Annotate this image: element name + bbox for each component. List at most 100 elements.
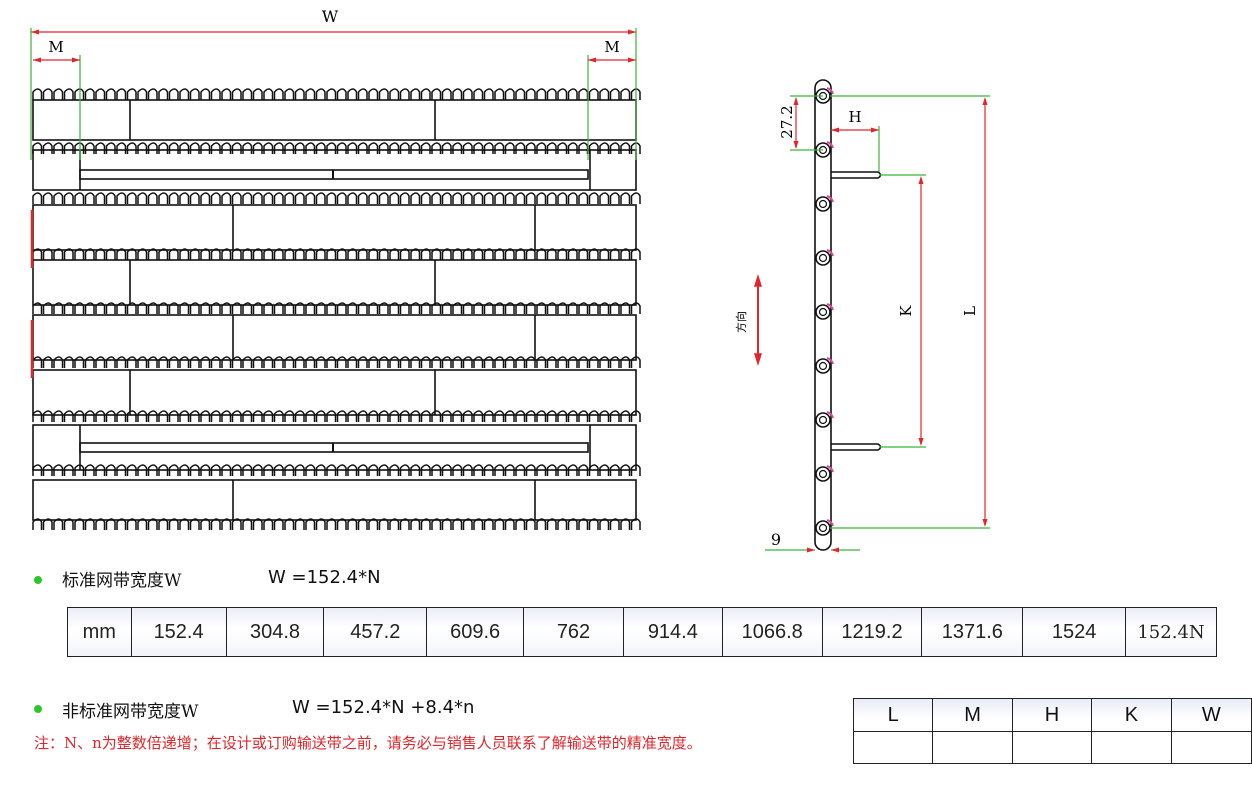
- hinge-accent: [826, 465, 834, 473]
- side-flight: [831, 443, 882, 451]
- hinge-teeth: [32, 88, 641, 100]
- belt-module-row: [32, 424, 637, 471]
- hinge-pin-inner: [818, 253, 828, 263]
- arrowhead: [918, 438, 924, 446]
- belt-module-row: [32, 204, 637, 251]
- hinge-pin: [815, 412, 831, 428]
- bullet-icon: [34, 576, 42, 584]
- standard-width-formula: W =152.4*N: [268, 567, 381, 588]
- dimension-value-cell: [1172, 732, 1251, 763]
- side-flight: [831, 171, 882, 179]
- arrowhead: [831, 547, 839, 553]
- width-value-cell: 152.4N: [1137, 621, 1205, 643]
- hinge-accent: [826, 519, 834, 527]
- width-value-cell: 762: [524, 608, 624, 656]
- flight-pitch-label: K: [897, 305, 915, 317]
- dimension-value-cell: [933, 732, 1013, 763]
- width-label: W: [322, 7, 339, 26]
- width-value-cell: 914.4: [624, 608, 723, 656]
- direction-arrow-head: [754, 353, 762, 366]
- width-value-cell: 609.6: [427, 608, 525, 656]
- arrowhead: [588, 57, 596, 63]
- belt-module-row: [32, 479, 637, 521]
- hinge-accent: [826, 249, 834, 257]
- margin-label-left: M: [48, 38, 63, 56]
- hinge-accent: [826, 303, 834, 311]
- width-value-cell: 304.8: [227, 608, 325, 656]
- flight-height-label: H: [848, 108, 861, 126]
- dimension-header-h: H: [1012, 699, 1093, 732]
- belt-module-row: [32, 314, 637, 361]
- dimension-value-cell: [1092, 732, 1172, 763]
- nonstandard-width-formula: W =152.4*N +8.4*n: [292, 697, 475, 718]
- arrowhead: [982, 519, 988, 527]
- hinge-accent: [826, 411, 834, 419]
- width-value-cell: 1219.2: [823, 608, 923, 656]
- hinge-pin-inner: [818, 361, 828, 371]
- hinge-pin: [815, 196, 831, 212]
- hinge-pin-inner: [818, 469, 828, 479]
- dimension-value-cell: [854, 732, 934, 763]
- standard-width-heading: 标准网带宽度W: [62, 571, 182, 591]
- dimension-header-k: K: [1092, 699, 1172, 732]
- belt-module-row: [32, 149, 637, 191]
- width-value-cell: 1371.6: [922, 608, 1024, 656]
- hinge-teeth: [32, 356, 641, 368]
- bullet-icon: [34, 705, 42, 713]
- arrowhead: [793, 141, 799, 149]
- hinge-teeth: [32, 410, 641, 422]
- arrowhead: [918, 176, 924, 184]
- arrowhead: [33, 57, 41, 63]
- hinge-teeth: [32, 302, 641, 314]
- arrowhead: [982, 97, 988, 105]
- arrowhead: [72, 57, 80, 63]
- arrowhead: [871, 127, 879, 133]
- hinge-pin-inner: [818, 199, 828, 209]
- length-label: L: [961, 306, 979, 316]
- side-belt-body: [814, 79, 832, 551]
- hinge-accent: [826, 141, 834, 149]
- belt-module-row: [32, 99, 637, 141]
- belt-module-row: [32, 369, 637, 416]
- hinge-accent: [826, 195, 834, 203]
- hinge-pin-inner: [818, 523, 828, 533]
- width-value-cell: 457.2: [324, 608, 428, 656]
- ordering-note: 注：N、n为整数倍递增；在设计或订购输送带之前，请务必与销售人员联系了解输送带的…: [34, 734, 702, 752]
- direction-arrow-head: [754, 274, 762, 287]
- width-value-cell: 1066.8: [723, 608, 823, 656]
- arrowhead: [628, 29, 636, 35]
- hinge-pin-inner: [818, 307, 828, 317]
- arrowhead: [807, 547, 815, 553]
- dimension-value-cell: [1013, 732, 1093, 763]
- hinge-pin: [815, 250, 831, 266]
- belt-top-view: [30, 88, 641, 530]
- nonstandard-width-heading: 非标准网带宽度W: [62, 702, 199, 722]
- hinge-pin-inner: [818, 415, 828, 425]
- width-value-cell: 152.4: [132, 608, 227, 656]
- hinge-accent: [826, 87, 834, 95]
- hinge-teeth: [32, 518, 641, 530]
- hinge-pin: [815, 358, 831, 374]
- belt-technical-drawing: W M M 27.2 H 方向 K L 9: [30, 7, 990, 553]
- dimension-header-m: M: [933, 699, 1013, 732]
- belt-module-row: [32, 259, 637, 306]
- hinge-teeth: [32, 248, 641, 260]
- unit-cell: mm: [68, 608, 132, 656]
- hinge-teeth: [32, 192, 641, 204]
- arrowhead: [31, 29, 39, 35]
- dimension-header-l: L: [854, 699, 934, 732]
- pitch-label: 27.2: [778, 105, 796, 138]
- dimension-header-w: W: [1171, 699, 1251, 732]
- hinge-pin: [815, 520, 831, 536]
- arrowhead: [793, 97, 799, 105]
- hinge-teeth: [32, 142, 641, 154]
- hinge-pin: [815, 304, 831, 320]
- arrowhead: [831, 127, 839, 133]
- dimension-lines: [30, 28, 990, 553]
- hinge-accent: [826, 357, 834, 365]
- direction-label: 方向: [734, 311, 748, 333]
- arrowhead: [628, 57, 636, 63]
- thickness-label: 9: [771, 530, 781, 549]
